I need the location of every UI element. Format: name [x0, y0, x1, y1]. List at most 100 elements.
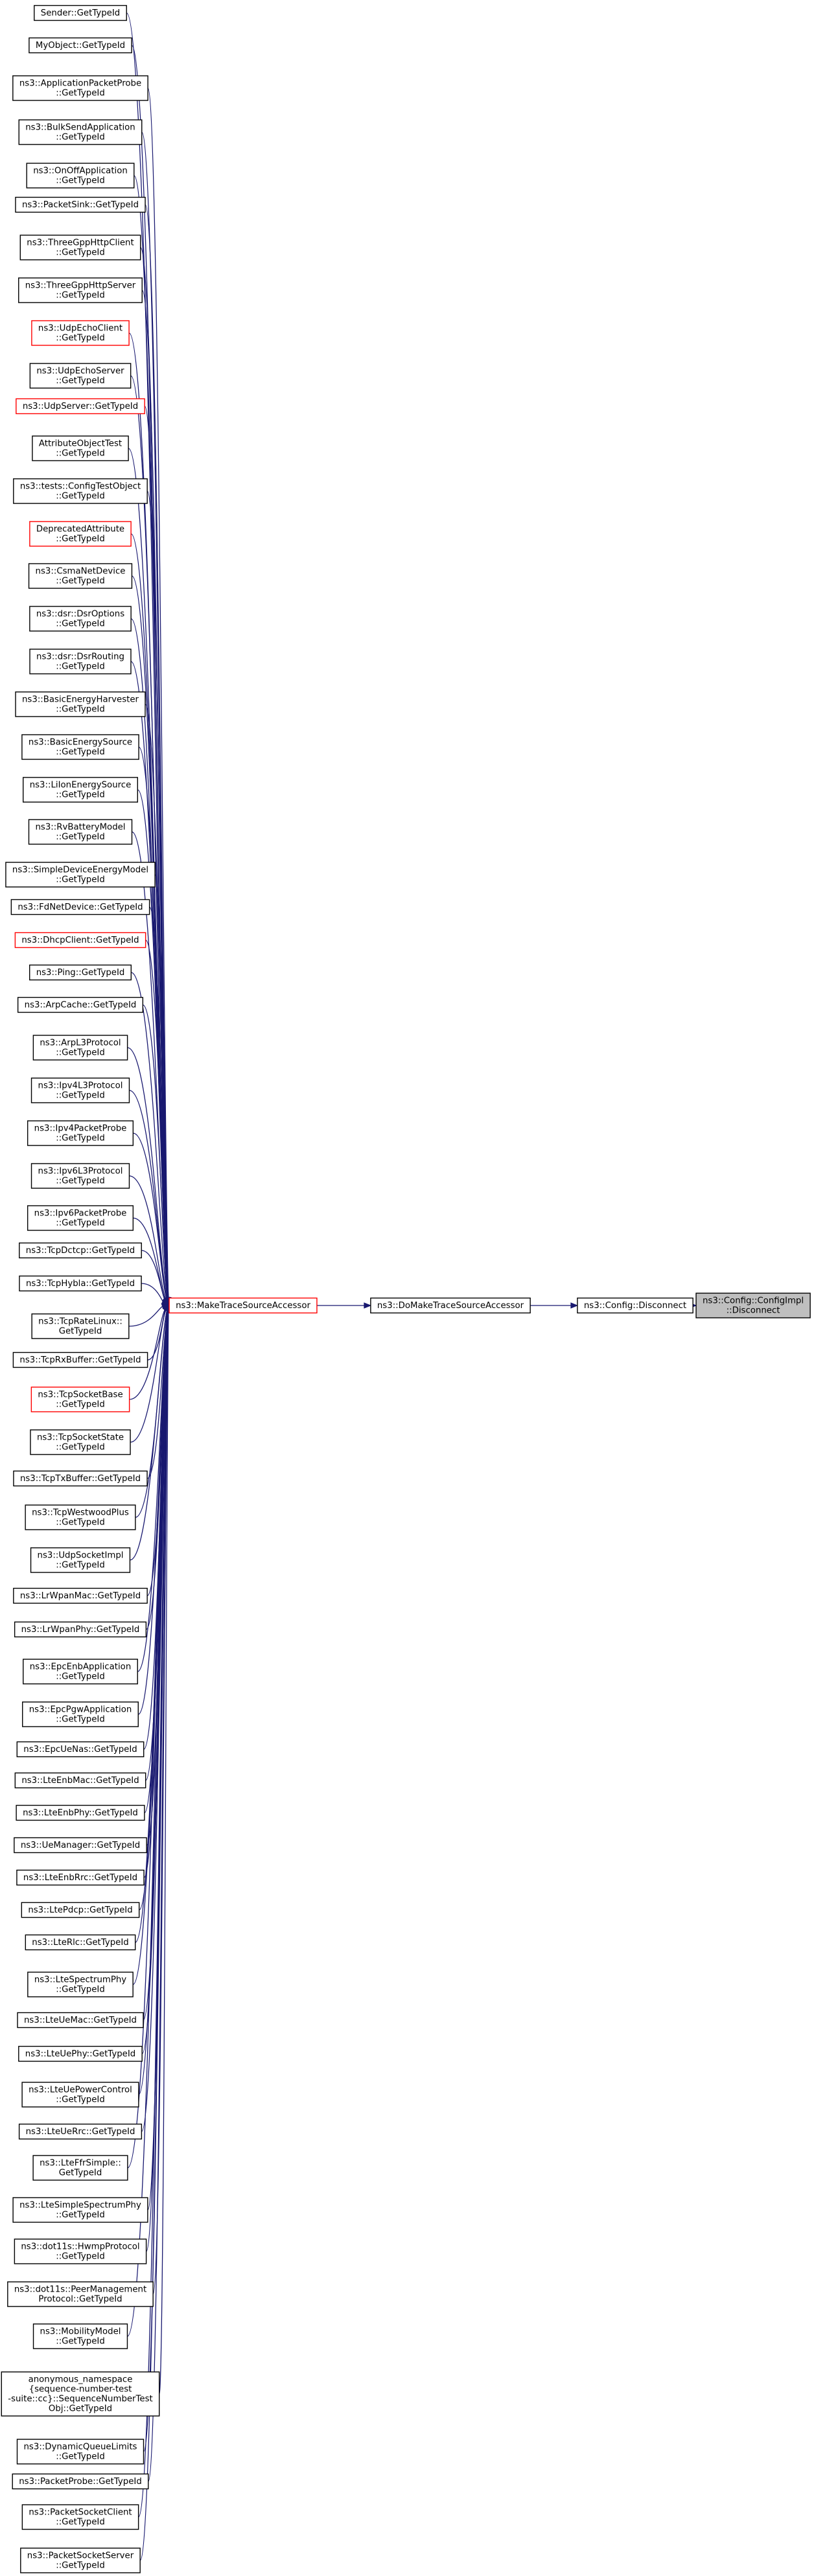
caller-node[interactable]: ns3::UeManager::GetTypeId [14, 1837, 147, 1854]
caller-node[interactable]: ns3::UdpSocketImpl::GetTypeId [30, 1547, 131, 1573]
caller-node-box [27, 1120, 134, 1146]
caller-node[interactable]: DeprecatedAttribute::GetTypeId [29, 521, 132, 547]
caller-node-box [22, 1701, 139, 1727]
caller-node[interactable]: ns3::LteSimpleSpectrumPhy::GetTypeId [12, 2197, 148, 2223]
caller-node[interactable]: ns3::Ping::GetTypeId [29, 964, 132, 981]
caller-node[interactable]: ns3::Ipv6PacketProbe::GetTypeId [27, 1205, 134, 1231]
caller-node-label: ns3::Ipv4PacketProbe [34, 1124, 127, 1134]
caller-node[interactable]: ns3::LrWpanPhy::GetTypeId [14, 1621, 147, 1638]
caller-node[interactable]: ns3::Ipv4PacketProbe::GetTypeId [27, 1120, 134, 1146]
caller-node[interactable]: ns3::BulkSendApplication::GetTypeId [18, 119, 143, 145]
caller-node-box [16, 1741, 145, 1758]
caller-node-box [10, 899, 150, 915]
caller-node[interactable]: ns3::MobilityModel::GetTypeId [32, 2323, 128, 2349]
caller-node[interactable]: ns3::LteEnbRrc::GetTypeId [16, 1869, 145, 1886]
caller-node[interactable]: ns3::LteUePowerControl::GetTypeId [21, 2082, 139, 2108]
caller-node-box [5, 862, 156, 888]
caller-node-label: ::GetTypeId [56, 875, 105, 885]
caller-node-label: ns3::ArpCache::GetTypeId [25, 1000, 137, 1010]
caller-node[interactable]: ns3::DhcpClient::GetTypeId [14, 932, 146, 949]
caller-node[interactable]: ns3::PacketSocketServer::GetTypeId [20, 2547, 141, 2573]
caller-node-box [21, 2504, 139, 2530]
caller-node[interactable]: ns3::TcpWestwoodPlus::GetTypeId [25, 1504, 136, 1530]
caller-node-box [31, 320, 130, 346]
caller-node[interactable]: ns3::LteEnbPhy::GetTypeId [16, 1804, 145, 1821]
caller-node[interactable]: ns3::ThreeGppHttpClient::GetTypeId [19, 235, 141, 260]
caller-node[interactable]: ns3::LrWpanMac::GetTypeId [13, 1587, 148, 1604]
caller-node[interactable]: ns3::tests::ConfigTestObject::GetTypeId [13, 478, 148, 504]
caller-node-box [30, 1386, 130, 1412]
caller-node[interactable]: anonymous_namespace{sequence-number-test… [1, 2371, 160, 2417]
caller-node[interactable]: ns3::LteUeRrc::GetTypeId [18, 2123, 143, 2140]
caller-node[interactable]: ns3::PacketSocketClient::GetTypeId [21, 2504, 139, 2530]
caller-node[interactable]: ns3::ThreeGppHttpServer::GetTypeId [18, 277, 143, 303]
caller-node[interactable]: ns3::TcpTxBuffer::GetTypeId [13, 1470, 148, 1487]
caller-node[interactable]: MyObject::GetTypeId [29, 37, 132, 54]
caller-node-label: ns3::BasicEnergyHarvester [22, 695, 139, 705]
caller-node[interactable]: ns3::LteUePhy::GetTypeId [18, 2045, 143, 2062]
caller-node-label: ns3::LteSpectrumPhy [34, 1975, 126, 1985]
root-node-configimpl-disconnect[interactable]: ns3::Config::ConfigImpl::Disconnect [695, 1293, 811, 1318]
caller-node[interactable]: ns3::SimpleDeviceEnergyModel::GetTypeId [5, 862, 156, 888]
caller-node[interactable]: ns3::RvBatteryModel::GetTypeId [28, 819, 133, 845]
caller-node[interactable]: ns3::ArpCache::GetTypeId [17, 996, 144, 1013]
caller-node[interactable]: ns3::TcpHybla::GetTypeId [19, 1275, 142, 1292]
caller-edge [149, 906, 169, 1299]
caller-node[interactable]: ns3::BasicEnergySource::GetTypeId [21, 734, 139, 760]
caller-node[interactable]: ns3::PacketSink::GetTypeId [15, 196, 146, 213]
caller-node-box [29, 363, 132, 389]
caller-node[interactable]: ns3::ArpL3Protocol::GetTypeId [32, 1035, 128, 1061]
caller-node-label: ::GetTypeId [56, 1985, 105, 1995]
caller-node[interactable]: ns3::UdpServer::GetTypeId [16, 398, 145, 415]
caller-node-label: ns3::TcpHybla::GetTypeId [26, 1279, 135, 1289]
caller-node[interactable]: ns3::TcpSocketState::GetTypeId [30, 1429, 131, 1455]
caller-node-label: ::GetTypeId [56, 833, 105, 842]
caller-node-box [28, 563, 133, 589]
chain-arrowhead [364, 1302, 372, 1309]
caller-node[interactable]: ns3::UdpEchoServer::GetTypeId [29, 363, 132, 389]
caller-node[interactable]: ns3::EpcUeNas::GetTypeId [16, 1741, 145, 1758]
caller-node[interactable]: ns3::LteEnbMac::GetTypeId [14, 1772, 146, 1789]
caller-node[interactable]: ns3::ApplicationPacketProbe::GetTypeId [12, 75, 148, 101]
node-make-trace-source-accessor[interactable]: ns3::MakeTraceSourceAccessor [169, 1297, 318, 1314]
caller-node-label: ns3::UdpEchoClient [38, 324, 122, 334]
caller-node[interactable]: ns3::TcpRateLinux::GetTypeId [31, 1313, 130, 1339]
caller-node[interactable]: ns3::Ipv4L3Protocol::GetTypeId [30, 1077, 130, 1103]
caller-node[interactable]: ns3::dot11s::HwmpProtocol::GetTypeId [14, 2238, 147, 2264]
caller-node[interactable]: ns3::EpcEnbApplication::GetTypeId [23, 1659, 138, 1685]
caller-node[interactable]: ns3::UdpEchoClient::GetTypeId [31, 320, 130, 346]
caller-node[interactable]: ns3::EpcPgwApplication::GetTypeId [22, 1701, 139, 1727]
caller-edge [130, 1309, 167, 1443]
caller-node[interactable]: ns3::OnOffApplication::GetTypeId [26, 163, 135, 189]
caller-node[interactable]: ns3::PacketProbe::GetTypeId [12, 2473, 149, 2490]
caller-node[interactable]: ns3::LteSpectrumPhy::GetTypeId [27, 1972, 134, 1997]
caller-node[interactable]: ns3::TcpDctcp::GetTypeId [19, 1242, 142, 1259]
caller-node[interactable]: ns3::dot11s::PeerManagementProtocol::Get… [7, 2281, 154, 2307]
caller-node[interactable]: ns3::CsmaNetDevice::GetTypeId [28, 563, 133, 589]
caller-node[interactable]: ns3::LteRlc::GetTypeId [25, 1934, 136, 1951]
caller-node[interactable]: ns3::DynamicQueueLimits::GetTypeId [16, 2439, 145, 2465]
caller-node[interactable]: Sender::GetTypeId [34, 5, 127, 21]
caller-node[interactable]: ns3::dsr::DsrRouting::GetTypeId [29, 649, 132, 674]
caller-node-label: ::GetTypeId [56, 1672, 105, 1682]
caller-node-label: ns3::TcpRateLinux:: [38, 1317, 122, 1327]
caller-node[interactable]: ns3::FdNetDevice::GetTypeId [10, 899, 150, 915]
caller-node-box [23, 777, 138, 803]
caller-node[interactable]: ns3::LtePdcp::GetTypeId [21, 1902, 140, 1918]
node-do-make-trace-source-accessor[interactable]: ns3::DoMakeTraceSourceAccessor [370, 1297, 531, 1314]
caller-node[interactable]: ns3::TcpSocketBase::GetTypeId [30, 1386, 130, 1412]
caller-node-box [15, 691, 146, 717]
caller-node-label: ns3::ThreeGppHttpServer [25, 281, 136, 291]
caller-node[interactable]: ns3::LteUeMac::GetTypeId [17, 2012, 144, 2029]
node-do-make-trace-source-accessor-label: ns3::DoMakeTraceSourceAccessor [377, 1301, 524, 1311]
caller-node[interactable]: AttributeObjectTest::GetTypeId [32, 435, 129, 461]
caller-node[interactable]: ns3::BasicEnergyHarvester::GetTypeId [15, 691, 146, 717]
caller-node[interactable]: ns3::LiIonEnergySource::GetTypeId [23, 777, 138, 803]
node-config-disconnect[interactable]: ns3::Config::Disconnect [577, 1297, 694, 1314]
caller-node[interactable]: ns3::Ipv6L3Protocol::GetTypeId [30, 1163, 130, 1189]
caller-node[interactable]: ns3::TcpRxBuffer::GetTypeId [12, 1351, 148, 1368]
caller-node[interactable]: ns3::dsr::DsrOptions::GetTypeId [29, 606, 132, 632]
root-node-configimpl-disconnect-box [695, 1293, 811, 1318]
caller-node[interactable]: ns3::LteFfrSimple::GetTypeId [32, 2155, 128, 2181]
caller-node-label: ::GetTypeId [56, 492, 105, 501]
